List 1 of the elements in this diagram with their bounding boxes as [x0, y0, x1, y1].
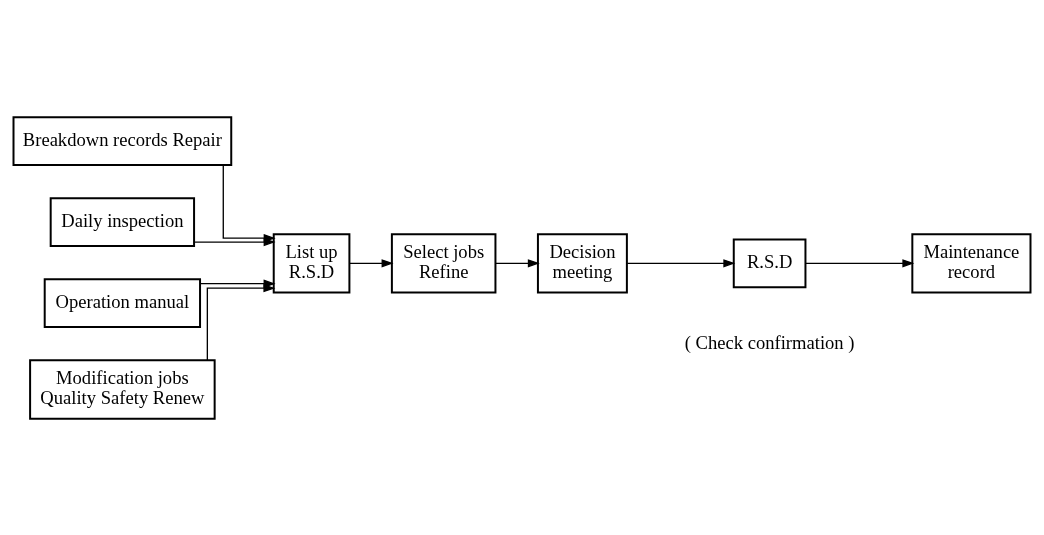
- node-label: ( Check confirmation ): [684, 331, 855, 353]
